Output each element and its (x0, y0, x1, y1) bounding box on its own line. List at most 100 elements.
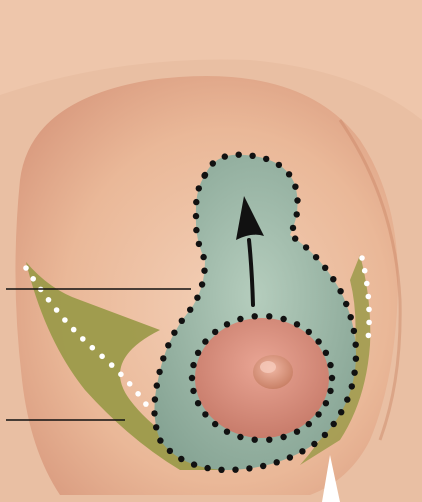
white-edge-dot (90, 345, 96, 351)
areola-outline-dot (327, 362, 333, 368)
areola-outline-dot (252, 313, 258, 319)
white-edge-dot (366, 320, 372, 326)
keyhole-outline-dot (311, 441, 317, 447)
white-edge-dot (359, 255, 365, 261)
keyhole-outline-dot (294, 197, 300, 203)
areola-outline-dot (329, 375, 335, 381)
keyhole-outline-dot (218, 467, 224, 473)
areola-outline-dot (327, 388, 333, 394)
keyhole-outline-dot (178, 456, 184, 462)
areola-outline-dot (252, 437, 258, 443)
white-edge-dot (362, 268, 368, 274)
keyhole-outline-dot (191, 461, 197, 467)
white-edge-dot (127, 381, 133, 387)
areola-outline-dot (195, 400, 201, 406)
areola-outline-dot (294, 321, 300, 327)
keyhole-outline-dot (210, 160, 216, 166)
keyhole-outline-dot (313, 254, 319, 260)
areola-outline-dot (212, 421, 218, 427)
keyhole-outline-dot (194, 295, 200, 301)
keyhole-outline-dot (337, 288, 343, 294)
keyhole-outline-dot (201, 173, 207, 179)
keyhole-outline-dot (151, 410, 157, 416)
white-edge-dot (143, 401, 149, 407)
areola-outline-dot (202, 411, 208, 417)
keyhole-outline-dot (246, 465, 252, 471)
keyhole-outline-dot (343, 301, 349, 307)
keyhole-outline-dot (236, 152, 242, 158)
white-edge-dot (23, 265, 29, 271)
keyhole-outline-dot (331, 421, 337, 427)
keyhole-outline-dot (292, 184, 298, 190)
keyhole-outline-dot (348, 314, 354, 320)
white-edge-dot (366, 294, 372, 300)
keyhole-outline-dot (290, 225, 296, 231)
keyhole-outline-dot (286, 171, 292, 177)
keyhole-outline-dot (153, 424, 159, 430)
keyhole-outline-dot (232, 467, 238, 473)
keyhole-outline-dot (274, 459, 280, 465)
areola-outline-dot (306, 329, 312, 335)
keyhole-outline-dot (351, 328, 357, 334)
areola-outline-dot (190, 388, 196, 394)
keyhole-outline-dot (179, 318, 185, 324)
keyhole-outline-dot (344, 396, 350, 402)
keyhole-outline-dot (167, 448, 173, 454)
keyhole-outline-dot (160, 355, 166, 361)
areola-outline-dot (315, 411, 321, 417)
keyhole-outline-dot (263, 156, 269, 162)
keyhole-outline-dot (171, 330, 177, 336)
keyhole-outline-dot (196, 241, 202, 247)
areola-outline-dot (237, 316, 243, 322)
keyhole-outline-dot (152, 396, 158, 402)
keyhole-outline-dot (303, 244, 309, 250)
white-edge-dot (364, 281, 370, 287)
areola-outline-dot (315, 338, 321, 344)
areola-outline-dot (237, 434, 243, 440)
keyhole-outline-dot (299, 448, 305, 454)
keyhole-outline-dot (330, 276, 336, 282)
areola-outline-dot (195, 350, 201, 356)
keyhole-outline-dot (349, 383, 355, 389)
keyhole-outline-dot (165, 342, 171, 348)
keyhole-outline-dot (157, 437, 163, 443)
keyhole-outline-dot (156, 369, 162, 375)
areola-outline-dot (189, 375, 195, 381)
keyhole-outline-dot (193, 227, 199, 233)
keyhole-outline-dot (260, 463, 266, 469)
white-edge-dot (46, 297, 52, 303)
keyhole-outline-dot (154, 382, 160, 388)
white-edge-dot (118, 372, 124, 378)
areola-outline-dot (224, 429, 230, 435)
keyhole-outline-dot (199, 281, 205, 287)
white-edge-dot (99, 354, 105, 360)
keyhole-outline-dot (204, 465, 210, 471)
white-edge-dot (80, 336, 86, 342)
keyhole-outline-dot (322, 265, 328, 271)
keyhole-outline-dot (276, 162, 282, 168)
areola-outline-dot (266, 437, 272, 443)
keyhole-outline-dot (294, 211, 300, 217)
keyhole-outline-dot (187, 307, 193, 313)
keyhole-outline-dot (338, 409, 344, 415)
white-edge-dot (62, 317, 68, 323)
white-edge-dot (71, 327, 77, 333)
areola-outline-dot (266, 313, 272, 319)
nipple-highlight (260, 361, 276, 373)
keyhole-outline-dot (353, 356, 359, 362)
keyhole-outline-dot (249, 153, 255, 159)
keyhole-outline-dot (353, 342, 359, 348)
white-edge-dot (30, 276, 36, 282)
white-edge-dot (366, 307, 372, 313)
keyhole-outline-dot (292, 235, 298, 241)
keyhole-outline-dot (222, 153, 228, 159)
keyhole-outline-dot (287, 454, 293, 460)
nipple (253, 355, 293, 389)
keyhole-outline-dot (193, 213, 199, 219)
white-edge-dot (109, 362, 115, 368)
keyhole-outline-dot (351, 370, 357, 376)
keyhole-outline-dot (201, 268, 207, 274)
keyhole-outline-dot (322, 432, 328, 438)
